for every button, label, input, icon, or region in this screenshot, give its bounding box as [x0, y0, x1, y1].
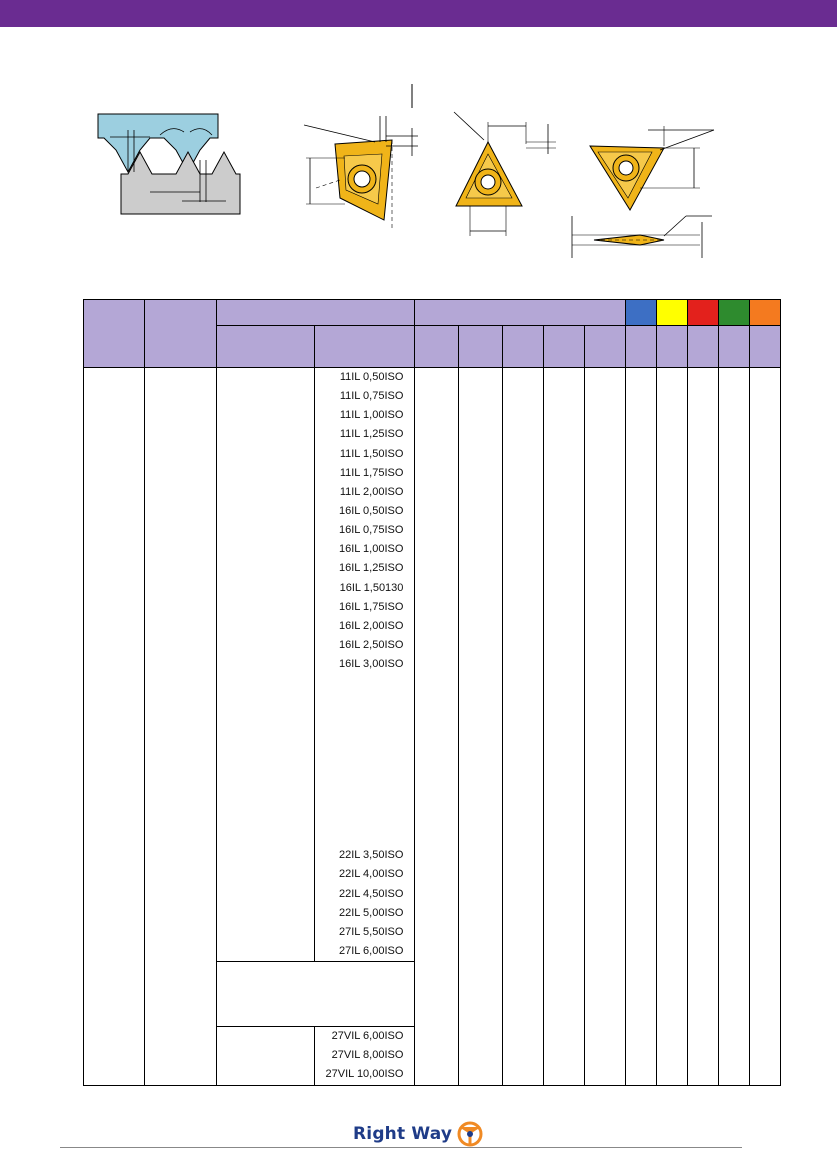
code-item: 16IL 2,00ISO: [339, 619, 404, 632]
header-bar: [0, 0, 837, 27]
data-cell-2: [458, 367, 503, 1086]
code-item: 16IL 2,50ISO: [339, 638, 404, 651]
data-cell-4: [542, 367, 585, 1086]
insert-view-right: [571, 126, 715, 258]
thread-profile-diagram: [97, 113, 241, 215]
code-item: 11IL 1,00ISO: [339, 409, 404, 422]
code-item: 27VIL 8,00ISO: [331, 1049, 404, 1062]
code-cell-main: 11IL 0,50ISO 11IL 0,75ISO 11IL 1,00ISO 1…: [314, 366, 416, 963]
header-subcell-11: [717, 325, 750, 368]
code-group-b: 22IL 3,50ISO 22IL 4,00ISO 22IL 4,50ISO 2…: [315, 846, 414, 961]
code-item: 27VIL 10,00ISO: [325, 1068, 404, 1081]
body-row-main: 11IL 0,50ISO 11IL 0,75ISO 11IL 1,00ISO 1…: [82, 366, 782, 1086]
footer-divider: [60, 1147, 742, 1148]
code-item: 11IL 0,50ISO: [339, 371, 404, 383]
header-subcell-7: [583, 325, 626, 368]
code-item: 16IL 0,50ISO: [339, 504, 404, 517]
code-item: 11IL 1,75ISO: [339, 466, 404, 479]
code-item: 11IL 1,50ISO: [339, 447, 404, 460]
insert-view-left: [303, 84, 418, 230]
header-subcell-9: [655, 325, 688, 368]
data-cell-1: [414, 367, 460, 1086]
code-item: 16IL 1,50130: [339, 581, 404, 594]
insert-catalog-table: 11IL 0,50ISO 11IL 0,75ISO 11IL 1,00ISO 1…: [82, 299, 782, 1086]
data-cell-5: [583, 367, 626, 1086]
material-swatch-green: [717, 299, 750, 326]
header-cell-dimensions: [414, 299, 626, 326]
code-cell-vil: 27VIL 6,00ISO 27VIL 8,00ISO 27VIL 10,00I…: [314, 1026, 416, 1086]
code-item: 11IL 2,00ISO: [339, 485, 404, 498]
code-item: 16IL 1,25ISO: [339, 562, 404, 575]
code-item: 22IL 5,00ISO: [339, 906, 404, 919]
code-item: 22IL 4,00ISO: [339, 868, 404, 881]
data-cell-3: [501, 367, 544, 1086]
code-group-c: 27VIL 6,00ISO 27VIL 8,00ISO 27VIL 10,00I…: [315, 1027, 414, 1084]
code-item: 11IL 1,25ISO: [339, 428, 404, 441]
header-cell-designation: [216, 299, 416, 326]
body-cell-col3-ab: [216, 366, 316, 963]
material-swatch-yellow: [655, 299, 688, 326]
code-item: 16IL 0,75ISO: [339, 524, 404, 537]
header-subcell-4: [458, 325, 503, 368]
body-row-vil: 27VIL 6,00ISO 27VIL 8,00ISO 27VIL 10,00I…: [84, 1026, 781, 1086]
code-item: 11IL 0,75ISO: [339, 390, 404, 403]
footer-brand: Right Way: [353, 1121, 484, 1147]
header-subcell-8: [624, 325, 657, 368]
header-subcell-3: [414, 325, 460, 368]
thread-insert-diagrams: [97, 84, 715, 258]
code-item: 27IL 6,00ISO: [339, 944, 404, 957]
header-subcell-10: [686, 325, 719, 368]
code-item: 16IL 3,00ISO: [339, 658, 404, 671]
code-item: 16IL 1,75ISO: [339, 600, 404, 613]
grade-cell-5: [748, 367, 782, 1086]
header-subcell-12: [748, 325, 782, 368]
body-cell-col2: [144, 367, 218, 1086]
code-gap: [315, 674, 414, 846]
material-swatch-red: [686, 299, 719, 326]
grade-cell-1: [624, 367, 657, 1086]
code-item: 27VIL 6,00ISO: [331, 1030, 404, 1043]
header-row-2: [84, 325, 782, 368]
right-way-logo-icon: [457, 1121, 483, 1147]
header-subcell-6: [542, 325, 585, 368]
header-subcell-5: [501, 325, 544, 368]
material-swatch-blue: [624, 299, 657, 326]
code-item: 22IL 3,50ISO: [339, 849, 404, 862]
code-item: 27IL 5,50ISO: [339, 925, 404, 938]
code-group-a: 11IL 0,50ISO 11IL 0,75ISO 11IL 1,00ISO 1…: [315, 368, 414, 674]
header-subcell-1: [216, 325, 316, 368]
header-subcell-2: [314, 325, 416, 368]
brand-name: Right Way: [353, 1124, 453, 1144]
grade-cell-3: [686, 367, 719, 1086]
material-swatch-orange: [748, 299, 782, 326]
body-cell-col3-c: [216, 1026, 316, 1086]
code-item: 16IL 1,00ISO: [339, 543, 404, 556]
insert-view-middle: [453, 111, 556, 236]
body-cell-empty-merged: [216, 961, 416, 1028]
code-item: 22IL 4,50ISO: [339, 887, 404, 900]
body-cell-col1: [82, 367, 146, 1086]
header-row-1: [82, 299, 782, 368]
header-cell-col2: [144, 299, 218, 368]
grade-cell-4: [717, 367, 750, 1086]
grade-cell-2: [655, 367, 688, 1086]
header-cell-col1: [82, 299, 146, 368]
